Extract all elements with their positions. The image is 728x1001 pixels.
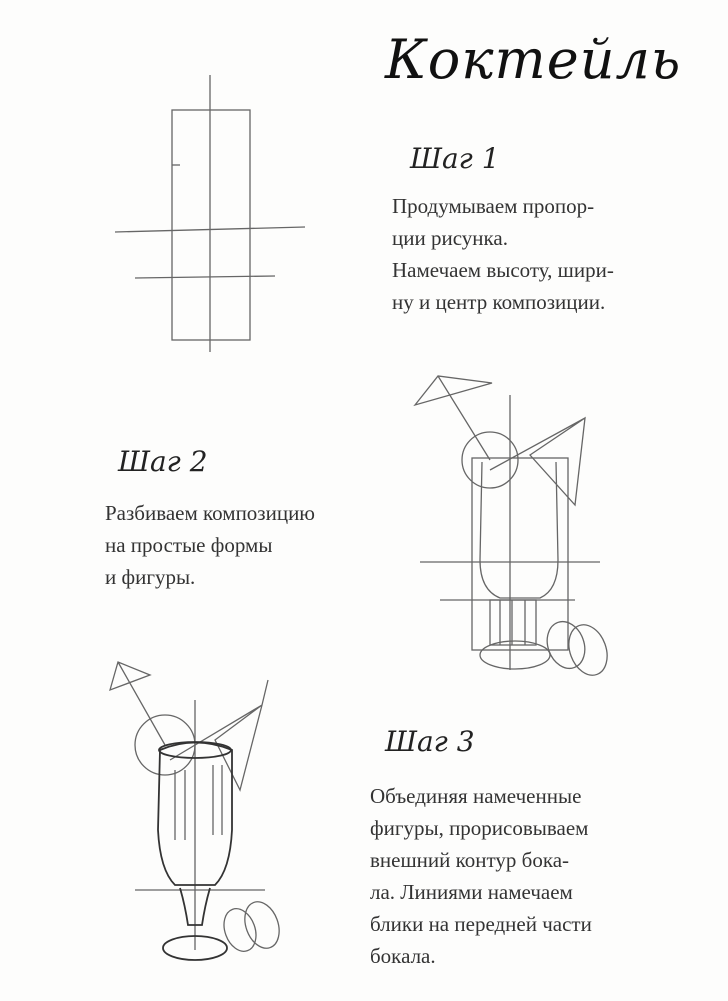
text-line: ну и центр композиции. [392, 290, 606, 314]
text-line: ла. Линиями намечаем [370, 880, 573, 904]
text-line: Объединяя намеченные [370, 784, 582, 808]
text-line: Намечаем высоту, шири- [392, 258, 614, 282]
text-line: фигуры, прорисовываем [370, 816, 589, 840]
text-line: блики на передней части [370, 912, 592, 936]
text-line: внешний контур бока- [370, 848, 570, 872]
text-line: ции рисунка. [392, 226, 508, 250]
text-line: на простые формы [105, 533, 273, 557]
step-3-text: Объединяя намеченные фигуры, прорисовыва… [370, 780, 592, 972]
step-2-text: Разбиваем композицию на простые формы и … [105, 497, 315, 593]
step-1-text: Продумываем пропор- ции рисунка. Намечае… [392, 190, 614, 318]
step-2-heading: Шаг 2 [118, 445, 208, 478]
text-line: Продумываем пропор- [392, 194, 595, 218]
page-title: Коктейль [385, 28, 682, 91]
step-1-heading: Шаг 1 [410, 142, 500, 175]
text-line: Разбиваем композицию [105, 501, 315, 525]
text-line: и фигуры. [105, 565, 196, 589]
text-line: бокала. [370, 944, 436, 968]
step-3-heading: Шаг 3 [385, 725, 475, 758]
